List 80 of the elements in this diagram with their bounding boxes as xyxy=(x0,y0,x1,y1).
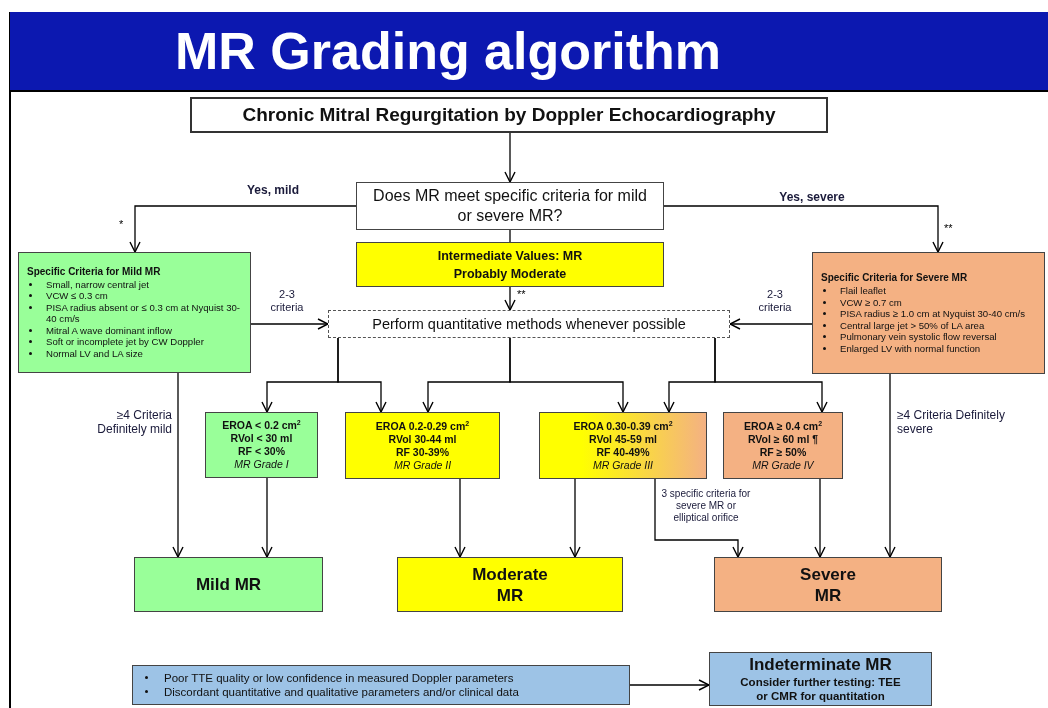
grade-box xyxy=(205,412,318,478)
result-text: Severe MR xyxy=(799,563,857,606)
criterion-text: RF 30-39% xyxy=(395,445,450,459)
arrow xyxy=(654,478,744,558)
result-box xyxy=(134,557,323,612)
process-box xyxy=(328,310,730,338)
question-text: Does MR meet specific criteria for mild or severe MR? xyxy=(372,186,648,226)
bullet-item: Normal LV and LA size xyxy=(46,347,143,360)
criterion-text: RVol 45-59 ml xyxy=(589,432,657,446)
bullet-item: Flail leaflet xyxy=(840,285,886,297)
arrow xyxy=(504,286,516,311)
criterion-text: RF ≥ 50% xyxy=(759,445,807,459)
grade-label: MR Grade III xyxy=(592,458,654,472)
result-box xyxy=(714,557,942,612)
arrow xyxy=(629,679,710,691)
result-text: Mild MR xyxy=(194,574,263,595)
arrow xyxy=(250,318,329,330)
bullet-item: VCW ≥ 0.7 cm xyxy=(840,296,902,308)
arrow xyxy=(729,318,813,330)
arrow xyxy=(509,337,629,413)
arrow xyxy=(337,337,387,413)
slide-title: MR Grading algorithm xyxy=(175,21,721,82)
criterion-text: EROA < 0.2 cm$^{2}$ xyxy=(222,419,301,432)
bullet-item: Soft or incomplete jet by CW Doppler xyxy=(46,336,204,348)
bullet-item: PISA radius ≥ 1.0 cm at Nyquist 30-40 cm/s xyxy=(840,308,1025,320)
arrow xyxy=(172,372,184,558)
bullet-item: Mitral A wave dominant inflow xyxy=(46,324,172,337)
grade-label: MR Grade IV xyxy=(752,458,814,472)
arrow xyxy=(663,205,944,253)
edge-label: 3 specific criteria for severe MR or elliptical orifice xyxy=(660,488,752,524)
criterion-text: EROA ≥ 0.4 cm$^{2}$ xyxy=(743,419,823,433)
criteria-box xyxy=(812,252,1045,374)
bullet-item: Pulmonary vein systolic flow reversal xyxy=(840,331,997,343)
criterion-text: RVol ≥ 60 ml ¶ xyxy=(747,432,819,446)
criteria-heading: Specific Criteria for Severe MR xyxy=(821,272,969,284)
arrow xyxy=(814,478,826,558)
box-text: Consider further testing: TEE or CMR for quantitation xyxy=(739,675,902,703)
arrow xyxy=(569,478,581,558)
arrow xyxy=(714,337,828,413)
connector-line xyxy=(509,229,511,243)
criteria-heading: Specific Criteria for Mild MR xyxy=(27,265,162,278)
criterion-text: RVol 30-44 ml xyxy=(388,432,457,446)
grade-box xyxy=(539,412,707,479)
footnote-mark: ** xyxy=(517,288,526,300)
grade-box xyxy=(345,412,500,479)
bullet-item: Discordant quantitative and qualitative parameters and/or clinical data xyxy=(164,685,519,699)
edge-label: ≥4 Criteria Definitely severe xyxy=(897,408,1005,436)
grade-label: MR Grade I xyxy=(234,458,289,471)
bullet-item: VCW ≤ 0.3 cm xyxy=(46,290,108,302)
criterion-text: RVol < 30 ml xyxy=(230,432,293,445)
footnote-mark: * xyxy=(119,218,124,230)
arrow xyxy=(454,478,466,558)
criterion-text: RF < 30% xyxy=(238,445,285,458)
arrow xyxy=(884,373,896,558)
bullet-item: Poor TTE quality or low confidence in measured Doppler parameters xyxy=(164,671,514,685)
result-text: Moderate MR xyxy=(471,563,549,606)
criterion-text: EROA 0.30-0.39 cm$^{2}$ xyxy=(573,419,673,433)
decision-box xyxy=(356,182,664,230)
note-box xyxy=(132,665,630,705)
arrow xyxy=(504,132,516,183)
box-heading: Indeterminate MR xyxy=(749,655,892,675)
criteria-box xyxy=(18,252,251,373)
bullet-item: Small, narrow central jet xyxy=(46,278,149,291)
grade-label: MR Grade II xyxy=(393,458,452,472)
box-text: Intermediate Values: MR Probably Moderate xyxy=(436,247,584,283)
arrow xyxy=(129,205,357,253)
bullet-item: PISA radius absent or ≤ 0.3 cm at Nyquist 30-40 cm/s xyxy=(46,301,242,325)
bullet-item: Enlarged LV with normal function xyxy=(840,342,981,354)
process-box xyxy=(356,242,664,287)
result-box xyxy=(709,652,932,706)
result-box xyxy=(397,557,623,612)
criterion-text: RF 40-49% xyxy=(596,445,650,459)
bullet-item: Central large jet > 50% of LA area xyxy=(840,319,985,331)
box-heading: Chronic Mitral Regurgitation by Doppler Echocardiography xyxy=(242,104,776,126)
grade-box xyxy=(723,412,843,479)
arrow xyxy=(261,477,273,558)
criterion-text: EROA 0.2-0.29 cm$^{2}$ xyxy=(375,419,470,433)
process-box xyxy=(190,97,828,133)
box-text: Perform quantitative methods whenever possible xyxy=(372,316,686,332)
footnote-mark: ** xyxy=(944,222,953,234)
